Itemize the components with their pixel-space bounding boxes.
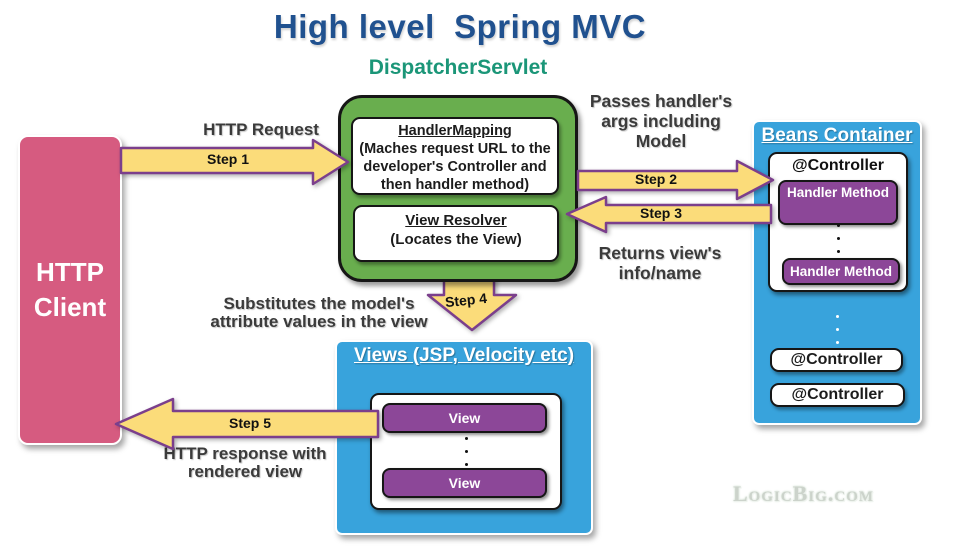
- step1-arrow-right: [119, 138, 350, 186]
- passes-model-annotation: Passes handler's args including Model: [589, 91, 733, 151]
- views-box: Views (JSP, Velocity etc) View View: [335, 340, 593, 535]
- step2-arrow-right: [576, 159, 775, 201]
- handler-method-box-2: Handler Method: [782, 258, 900, 285]
- http-client-box: HTTP Client: [18, 135, 122, 445]
- dispatcher-servlet-box: HandlerMapping (Maches request URL to th…: [338, 95, 578, 282]
- step1-label: Step 1: [206, 151, 249, 167]
- view-box-1: View: [382, 403, 547, 433]
- controller-1-label: @Controller: [791, 157, 885, 174]
- view-resolver-desc: (Locates the View): [390, 231, 522, 248]
- views-box-title: Views (JSP, Velocity etc): [353, 345, 575, 366]
- view-box-2: View: [382, 468, 547, 498]
- controller-box-3: @Controller: [770, 383, 905, 407]
- handler-mapping-card: HandlerMapping (Maches request URL to th…: [351, 117, 559, 195]
- beans-container-box: Beans Container @Controller Handler Meth…: [752, 120, 922, 425]
- controller-box-2: @Controller: [770, 348, 903, 372]
- step3-label: Step 3: [639, 205, 682, 221]
- views-inner-card: View View: [370, 393, 562, 510]
- http-response-annotation: HTTP response with rendered view: [163, 444, 327, 481]
- handler-mapping-title: HandlerMapping: [398, 123, 512, 139]
- page-title: High level Spring MVC: [273, 8, 647, 45]
- handler-method-box-1: Handler Method: [778, 180, 898, 225]
- returns-view-annotation: Returns view's info/name: [598, 243, 722, 283]
- handler-mapping-desc: (Maches request URL to the developer's C…: [359, 141, 551, 193]
- view-resolver-title: View Resolver: [405, 212, 507, 229]
- ellipsis-dots: [754, 315, 920, 344]
- step3-arrow-left: [565, 195, 773, 234]
- view-resolver-card: View Resolver (Locates the View): [353, 205, 559, 262]
- dispatcher-servlet-label: DispatcherServlet: [368, 56, 548, 79]
- controller-box-1: @Controller Handler Method Handler Metho…: [768, 152, 908, 292]
- beans-container-title: Beans Container: [761, 125, 913, 146]
- substitutes-annotation: Substitutes the model's attribute values…: [210, 294, 428, 331]
- http-request-annotation: HTTP Request: [203, 120, 319, 139]
- step5-arrow-left: [114, 397, 380, 451]
- step5-label: Step 5: [228, 415, 271, 431]
- logicbig-watermark: LogicBig.com: [733, 481, 875, 506]
- ellipsis-dots: [770, 224, 906, 253]
- step2-label: Step 2: [634, 171, 677, 187]
- ellipsis-dots: [372, 437, 560, 466]
